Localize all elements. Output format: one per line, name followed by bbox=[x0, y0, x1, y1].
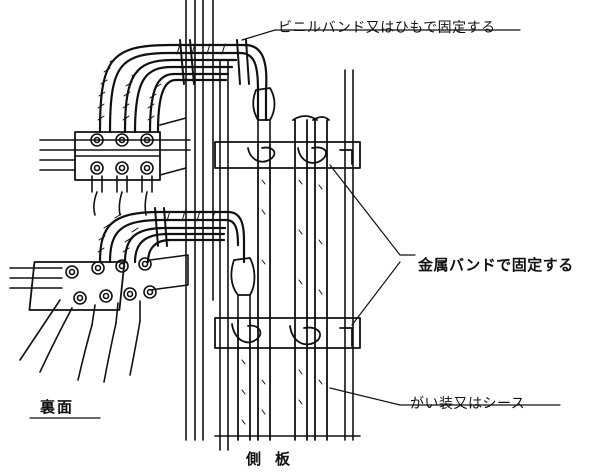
metal-band-label: 金属バンドで固定する bbox=[418, 256, 574, 274]
lower-cables bbox=[98, 210, 246, 264]
upper-terminal-block bbox=[39, 117, 191, 216]
upper-sheath bbox=[252, 87, 276, 146]
leader-lines bbox=[29, 29, 561, 419]
lower-metal-band bbox=[214, 317, 361, 349]
vertical-cables bbox=[237, 115, 330, 441]
lower-terminal-block bbox=[9, 254, 189, 383]
vinyl-band-label: ビニルバンド又はひもで固定する bbox=[278, 20, 496, 36]
armor-sheath-label: がい装又はシース bbox=[410, 396, 526, 412]
side-plate-label: 側板 bbox=[246, 450, 305, 468]
lower-binding bbox=[154, 207, 168, 247]
back-side-label: 裏面 bbox=[40, 398, 75, 416]
lower-cable-braid bbox=[97, 210, 216, 253]
upper-cable-braid bbox=[97, 43, 226, 121]
upper-metal-band bbox=[214, 141, 361, 169]
lower-sheath bbox=[230, 257, 256, 321]
vinyl-band bbox=[179, 39, 250, 85]
armor-texture bbox=[241, 179, 323, 425]
